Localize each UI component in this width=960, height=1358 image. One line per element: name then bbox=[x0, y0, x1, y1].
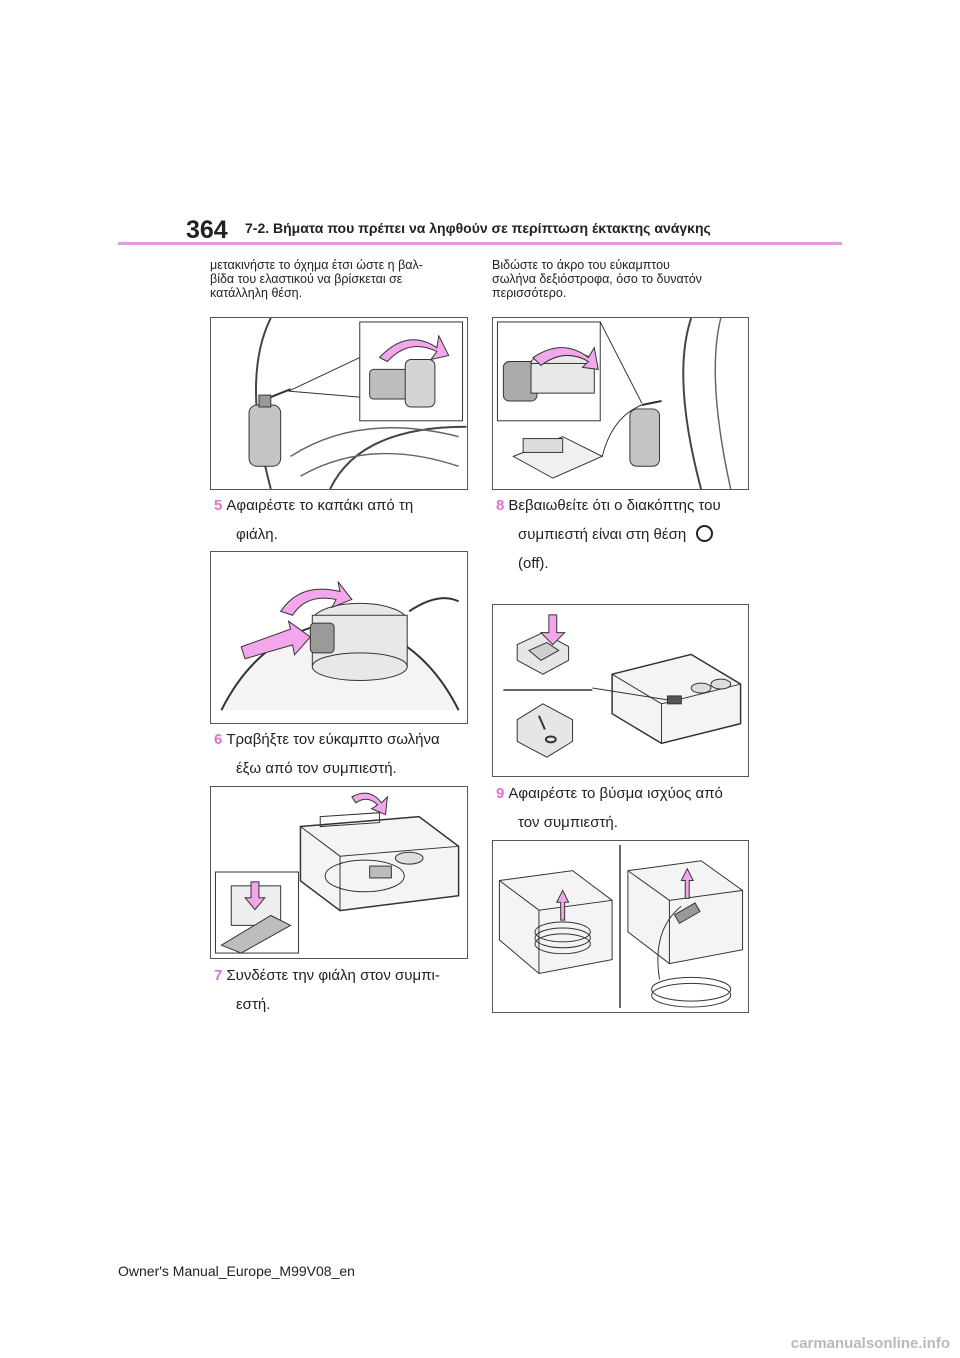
intro-line: κατάλληλη θέση. bbox=[210, 286, 303, 300]
watermark: carmanualsonline.info bbox=[790, 1335, 950, 1352]
step-text: Συνδέστε την φιάλη στον συμπι- bbox=[226, 967, 440, 984]
step-text: (off). bbox=[518, 555, 549, 572]
step-text: έξω από τον συμπιεστή. bbox=[236, 760, 397, 777]
figure-remove-plug bbox=[492, 840, 749, 1013]
section-title: 7-2. Βήματα που πρέπει να ληφθούν σε περ… bbox=[245, 220, 711, 236]
step-text-part: συμπιεστή είναι στη θέση bbox=[518, 526, 687, 543]
step-text: συμπιεστή είναι στη θέση bbox=[496, 520, 721, 549]
figure-remove-cap bbox=[210, 551, 468, 724]
intro-line: βίδα του ελαστικού να βρίσκεται σε bbox=[210, 272, 403, 286]
step-text: τον συμπιεστή. bbox=[518, 814, 618, 831]
step-number: 6 bbox=[214, 731, 223, 748]
figure-valve-hose bbox=[210, 317, 468, 490]
intro-line: Βιδώστε το άκρο του εύκαμπτου bbox=[492, 258, 670, 272]
step-number: 8 bbox=[496, 497, 505, 514]
step-text: εστή. bbox=[236, 996, 271, 1013]
footer-text: Owner's Manual_Europe_M99V08_en bbox=[118, 1263, 355, 1279]
step-number: 7 bbox=[214, 967, 223, 984]
step-number: 5 bbox=[214, 497, 223, 514]
right-intro-text: Βιδώστε το άκρο του εύκαμπτου σωλήνα δεξ… bbox=[492, 258, 702, 300]
step-number: 9 bbox=[496, 785, 505, 802]
intro-line: σωλήνα δεξιόστροφα, όσο το δυνατόν bbox=[492, 272, 702, 286]
step-text: Αφαιρέστε το βύσμα ισχύος από bbox=[508, 785, 723, 802]
step-text: Αφαιρέστε το καπάκι από τη bbox=[226, 497, 414, 514]
figure-switch-off bbox=[492, 604, 749, 777]
off-symbol-icon bbox=[696, 525, 714, 542]
step-text: Τραβήξτε τον εύκαμπτο σωλήνα bbox=[226, 731, 440, 748]
step-text: φιάλη. bbox=[236, 526, 278, 543]
step-text: Βεβαιωθείτε ότι ο διακόπτης του bbox=[508, 497, 721, 514]
intro-line: περισσότερο. bbox=[492, 286, 567, 300]
header-rule bbox=[118, 242, 842, 245]
page-number: 364 bbox=[186, 216, 228, 244]
intro-line: μετακινήστε το όχημα έτσι ώστε η βαλ- bbox=[210, 258, 423, 272]
left-intro-text: μετακινήστε το όχημα έτσι ώστε η βαλ- βί… bbox=[210, 258, 423, 300]
figure-screw-hose bbox=[492, 317, 749, 490]
figure-pull-hose bbox=[210, 786, 468, 959]
